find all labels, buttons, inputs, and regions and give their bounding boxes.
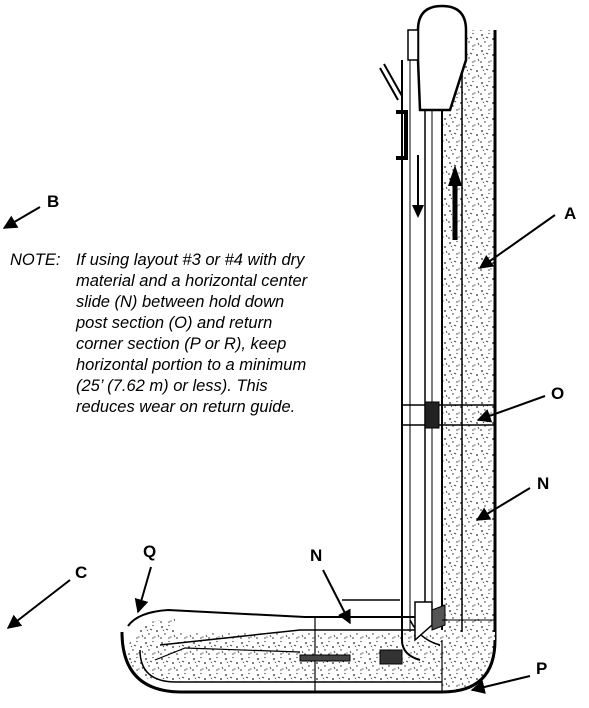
note-line: post section (O) and return [76,314,273,332]
note-line: (25’ (7.62 m) or less). This [76,377,268,395]
note-line: reduces wear on return guide. [76,398,296,416]
hold-down-post-band [401,401,496,429]
callout-label-c: C [75,563,88,582]
flow-arrows [412,155,462,240]
note-line: If using layout #3 or #4 with dry [76,251,305,269]
vertical-duct [401,30,497,640]
note-line: horizontal portion to a minimum [76,356,307,374]
callout-leaders [2,206,556,694]
lower-horizontal-duct [120,599,497,694]
callout-label-n-upper: N [537,474,550,493]
callout-label-a: A [564,204,577,223]
note-line: corner section (P or R), keep [76,335,287,353]
note-label: NOTE: [10,251,61,269]
callout-label-n-lower: N [310,546,323,565]
top-head-housing [379,4,468,160]
callout-label-o: O [551,384,565,403]
callout-label-q: Q [143,542,157,561]
note-line: material and a horizontal center [76,272,308,290]
layout-note: NOTE: If using layout #3 or #4 with dry … [10,250,380,430]
callout-label-b: B [47,192,60,211]
note-line: slide (N) between hold down [76,293,285,311]
callout-label-p: P [536,659,548,678]
